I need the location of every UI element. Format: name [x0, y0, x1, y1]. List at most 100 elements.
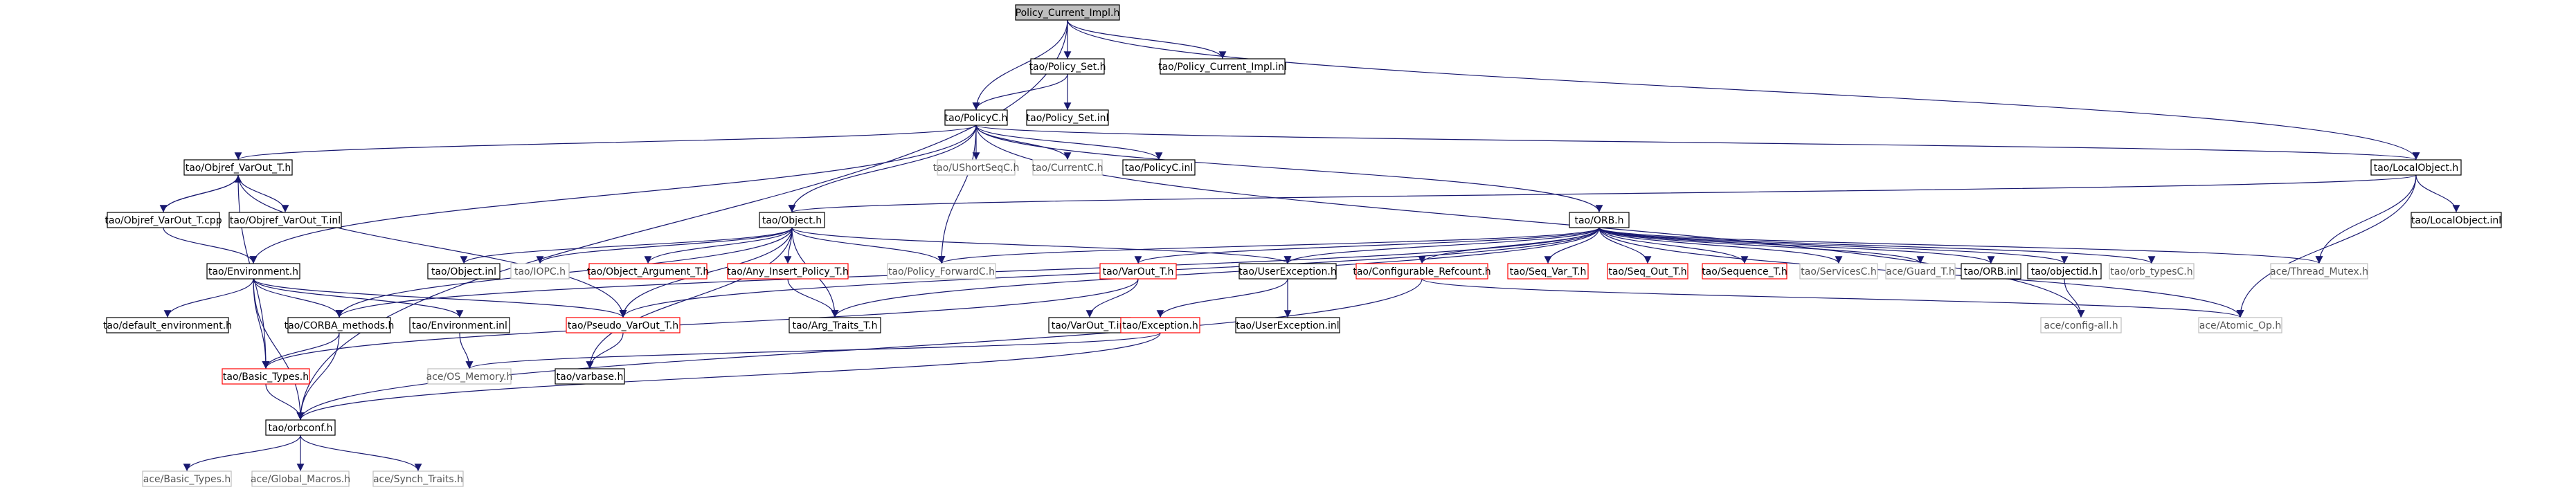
node-label: ace/OS_Memory.h: [426, 372, 513, 383]
edge-tao_object_h-to-tao_object_argument_t_h: [644, 227, 793, 264]
node-box: [944, 109, 1008, 126]
node-tao_seq_var_t_h[interactable]: tao/Seq_Var_T.h: [1507, 263, 1589, 280]
node-box: [566, 317, 681, 333]
node-label: tao/CORBA_methods.h: [285, 320, 395, 331]
node-tao_policy_current_impl_inl[interactable]: tao/Policy_Current_Impl.inl: [1158, 58, 1287, 75]
node-tao_userexception_h[interactable]: tao/UserException.h: [1239, 263, 1337, 280]
node-tao_currentc_h: tao/CurrentC.h: [1032, 159, 1104, 176]
node-tao_varout_t_inl[interactable]: tao/VarOut_T.inl: [1048, 317, 1131, 333]
node-tao_objectid_h[interactable]: tao/objectid.h: [2027, 263, 2102, 280]
node-tao_exception_h[interactable]: tao/Exception.h: [1120, 317, 1200, 333]
node-label: ace/Synch_Traits.h: [373, 474, 463, 485]
node-ace_os_memory_h: ace/OS_Memory.h: [426, 368, 513, 385]
edge-tao_environment_h-to-tao_orbconf_h: [253, 278, 305, 421]
node-tao_environment_inl[interactable]: tao/Environment.inl: [409, 317, 510, 333]
node-box: [1355, 263, 1488, 280]
edge-tao_environment_h-to-tao_corba_methods_h: [253, 278, 343, 318]
node-tao_policy_set_h[interactable]: tao/Policy_Set.h: [1029, 58, 1106, 75]
node-tao_seq_out_t_h[interactable]: tao/Seq_Out_T.h: [1607, 263, 1688, 280]
node-tao_servicesc_h: tao/ServicesC.h: [1799, 263, 1878, 280]
node-tao_policy_set_inl[interactable]: tao/Policy_Set.inl: [1026, 109, 1109, 126]
node-tao_localobject_h[interactable]: tao/LocalObject.h: [2370, 159, 2462, 176]
node-box: [251, 470, 350, 487]
node-tao_objref_varout_t_cpp[interactable]: tao/Objref_VarOut_T.cpp: [105, 212, 222, 228]
node-tao_ushortseqc_h: tao/UShortSeqC.h: [933, 159, 1019, 176]
node-box: [2370, 159, 2462, 176]
node-label: tao/Policy_Set.h: [1029, 62, 1106, 73]
node-tao_object_argument_t_h[interactable]: tao/Object_Argument_T.h: [587, 263, 710, 280]
node-label: tao/Seq_Var_T.h: [1510, 266, 1587, 277]
node-ace_atomic_op_h: ace/Atomic_Op.h: [2198, 317, 2282, 333]
edge-tao_corba_methods_h-to-tao_orbconf_h: [296, 332, 340, 421]
node-box: [1032, 159, 1103, 176]
node-box: [1507, 263, 1589, 280]
node-tao_any_insert_policy_t_h[interactable]: tao/Any_Insert_Policy_T.h: [727, 263, 849, 280]
node-box: [937, 159, 1016, 176]
node-box: [287, 317, 391, 333]
node-tao_objref_varout_t_inl[interactable]: tao/Objref_VarOut_T.inl: [228, 212, 342, 228]
node-tao_policyc_inl[interactable]: tao/PolicyC.inl: [1122, 159, 1196, 176]
node-label: tao/Sequence_T.h: [1702, 266, 1787, 277]
edge-tao_object_h-to-tao_iopc_h: [536, 227, 793, 264]
edge-tao_orb_h-to-tao_userexception_h: [1284, 227, 1600, 264]
node-tao_basic_types_h[interactable]: tao/Basic_Types.h: [222, 368, 310, 385]
node-tao_userexception_inl[interactable]: tao/UserException.inl: [1235, 317, 1340, 333]
edge-tao_orbconf_h-to-ace_basic_types_h: [183, 434, 301, 472]
edge-policy_current_impl_h-to-tao_policyc_h: [972, 19, 1068, 111]
node-label: tao/CurrentC.h: [1032, 163, 1103, 174]
node-tao_default_environment_h[interactable]: tao/default_environment.h: [103, 317, 232, 333]
node-tao_pseudo_varout_t_h[interactable]: tao/Pseudo_VarOut_T.h: [566, 317, 681, 333]
node-box: [427, 368, 512, 385]
node-tao_policy_forwardc_h: tao/Policy_ForwardC.h: [887, 263, 996, 280]
node-label: tao/Exception.h: [1122, 320, 1198, 331]
node-tao_object_inl[interactable]: tao/Object.inl: [427, 263, 501, 280]
node-box: [1239, 263, 1337, 280]
edge-tao_policyc_h-to-tao_environment_h: [249, 125, 977, 264]
node-box: [1099, 263, 1177, 280]
node-label: tao/Configurable_Refcount.h: [1353, 266, 1490, 277]
node-box: [1702, 263, 1787, 280]
edge-tao_object_h-to-tao_object_inl: [460, 227, 793, 264]
node-tao_objref_varout_t_h[interactable]: tao/Objref_VarOut_T.h: [183, 159, 293, 176]
node-label: tao/varbase.h: [557, 372, 624, 383]
edge-tao_objectid_h-to-ace_config_all_h: [2064, 278, 2085, 318]
node-tao_corba_methods_h[interactable]: tao/CORBA_methods.h: [285, 317, 395, 333]
node-box: [1030, 58, 1105, 75]
edge-tao_orb_h-to-tao_arg_traits_t_h: [831, 227, 1600, 318]
node-tao_localobject_inl[interactable]: tao/LocalObject.inl: [2411, 212, 2502, 228]
node-box: [789, 317, 881, 333]
node-policy_current_impl_h[interactable]: Policy_Current_Impl.h: [1015, 4, 1120, 21]
node-tao_varout_t_h[interactable]: tao/VarOut_T.h: [1099, 263, 1177, 280]
edge-tao_orb_h-to-tao_sequence_t_h: [1598, 227, 1749, 264]
node-ace_config_all_h: ace/config-all.h: [2040, 317, 2122, 333]
edge-tao_orb_h-to-tao_orb_inl: [1598, 227, 1995, 264]
node-box: [107, 212, 220, 228]
node-ace_global_macros_h: ace/Global_Macros.h: [251, 470, 350, 487]
edge-tao_corba_methods_h-to-tao_basic_types_h: [262, 332, 340, 369]
edge-tao_orb_h-to-tao_servicesc_h: [1598, 227, 1843, 264]
edge-tao_objref_varout_t_cpp-to-tao_environment_h: [163, 227, 258, 264]
node-tao_configurable_refcount_h[interactable]: tao/Configurable_Refcount.h: [1353, 263, 1491, 280]
node-tao_orb_inl[interactable]: tao/ORB.inl: [1961, 263, 2021, 280]
node-tao_environment_h[interactable]: tao/Environment.h: [206, 263, 300, 280]
node-tao_sequence_t_h[interactable]: tao/Sequence_T.h: [1702, 263, 1787, 280]
edge-tao_environment_h-to-tao_environment_inl: [253, 278, 464, 318]
node-tao_arg_traits_t_h[interactable]: tao/Arg_Traits_T.h: [789, 317, 881, 333]
node-tao_varbase_h[interactable]: tao/varbase.h: [555, 368, 625, 385]
edge-tao_orb_h-to-tao_orb_typesc_h: [1598, 227, 2156, 264]
node-label: tao/ServicesC.h: [1801, 266, 1876, 277]
node-tao_orb_h[interactable]: tao/ORB.h: [1569, 212, 1630, 228]
node-tao_policyc_h[interactable]: tao/PolicyC.h: [944, 109, 1008, 126]
edge-tao_objref_varout_t_cpp-to-tao_objref_varout_t_h: [163, 174, 242, 213]
edge-tao_object_h-to-tao_varbase_h: [586, 227, 793, 369]
node-tao_object_h[interactable]: tao/Object.h: [759, 212, 825, 228]
node-tao_orbconf_h[interactable]: tao/orbconf.h: [265, 419, 336, 436]
node-box: [372, 470, 464, 487]
node-box: [222, 368, 310, 385]
node-box: [1160, 58, 1286, 75]
node-label: Policy_Current_Impl.h: [1016, 8, 1120, 19]
node-label: tao/PolicyC.h: [945, 113, 1008, 124]
edge-tao_pseudo_varout_t_h-to-tao_varbase_h: [586, 332, 624, 369]
node-label: tao/Policy_Current_Impl.inl: [1158, 62, 1287, 73]
